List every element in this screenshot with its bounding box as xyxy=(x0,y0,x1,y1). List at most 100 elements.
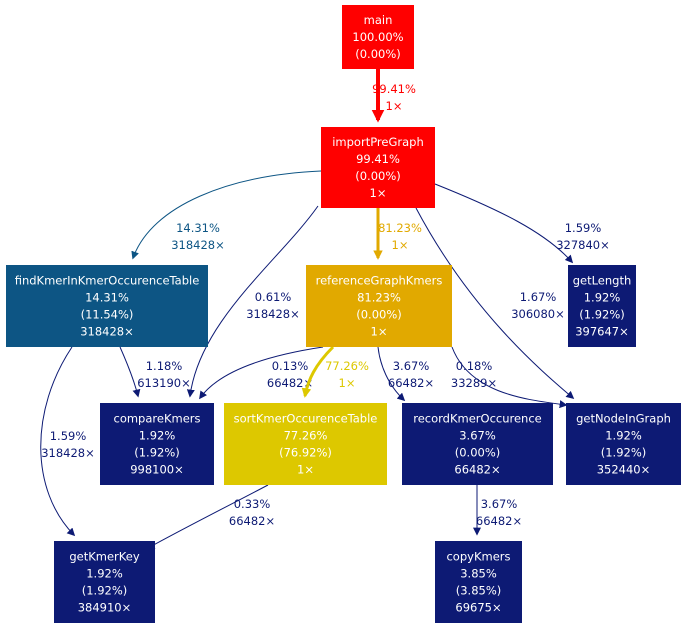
call-count: 318428× xyxy=(80,325,134,339)
edge-calls-label: 66482× xyxy=(476,514,522,528)
total-percent: 77.26% xyxy=(284,429,328,443)
call-count: 1× xyxy=(370,186,387,200)
self-percent: (0.00%) xyxy=(355,47,401,61)
edge-percent-label: 1.59% xyxy=(50,429,87,443)
node-box xyxy=(566,403,681,485)
total-percent: 14.31% xyxy=(85,291,129,305)
total-percent: 1.92% xyxy=(605,429,642,443)
self-percent: (1.92%) xyxy=(601,446,647,460)
node-getKmerKey[interactable]: getKmerKey 1.92% (1.92%) 384910× xyxy=(54,541,155,623)
edge-line xyxy=(40,346,76,537)
function-name: compareKmers xyxy=(114,412,201,426)
edge-line xyxy=(434,183,574,264)
edge-calls-label: 66482× xyxy=(388,376,434,390)
edge-calls-label: 306080× xyxy=(511,307,565,321)
function-name: recordKmerOccurence xyxy=(413,412,542,426)
call-count: 352440× xyxy=(597,463,651,477)
edge-calls-label: 318428× xyxy=(246,307,300,321)
edge-importPreGraph-to-getLength: 1.59% 327840× xyxy=(434,183,610,264)
edge-calls-label: 33289× xyxy=(451,376,497,390)
call-count: 998100× xyxy=(130,463,184,477)
edge-line xyxy=(415,207,575,400)
edge-importPreGraph-to-compareKmers: 0.61% 318428× xyxy=(186,205,319,398)
edge-main-to-importPreGraph: 99.41%1× xyxy=(371,69,416,123)
call-count: 66482× xyxy=(454,463,500,477)
edge-importPreGraph-to-getNodeInGraph: 1.67% 306080× xyxy=(415,207,575,400)
edge-referenceGraphKmers-to-getNodeInGraph: 0.18% 33289× xyxy=(451,346,568,409)
node-box xyxy=(306,265,452,347)
edge-calls-label: 66482× xyxy=(229,514,275,528)
call-count: 1× xyxy=(297,463,314,477)
edge-calls-label: 318428× xyxy=(41,446,95,460)
self-percent: (1.92%) xyxy=(82,584,128,598)
edge-percent-label: 3.67% xyxy=(393,359,430,373)
edge-percent-label: 0.33% xyxy=(234,497,271,511)
node-recordKmerOccurence[interactable]: recordKmerOccurence 3.67% (0.00%) 66482× xyxy=(402,403,553,485)
edge-percent-label: 0.13% xyxy=(272,359,309,373)
edge-calls-label: 327840× xyxy=(556,238,610,252)
node-box xyxy=(568,265,636,347)
self-percent: (11.54%) xyxy=(81,308,134,322)
edge-referenceGraphKmers-to-compareKmers: 0.13% 66482× xyxy=(199,346,324,400)
call-count: 384910× xyxy=(78,601,132,615)
node-box xyxy=(435,541,522,623)
total-percent: 1.92% xyxy=(86,567,123,581)
node-box xyxy=(342,5,414,69)
total-percent: 3.67% xyxy=(459,429,496,443)
function-name: getLength xyxy=(573,274,632,288)
node-getLength[interactable]: getLength 1.92% (1.92%) 397647× xyxy=(568,265,636,347)
edge-referenceGraphKmers-to-recordKmerOccurence: 3.67% 66482× xyxy=(377,346,434,402)
edge-percent-label: 77.26% xyxy=(325,359,369,373)
edge-line xyxy=(301,345,335,398)
edge-calls-label: 1× xyxy=(386,99,403,113)
function-name: findKmerInKmerOccurenceTable xyxy=(15,274,200,288)
total-percent: 100.00% xyxy=(352,30,403,44)
self-percent: (1.92%) xyxy=(134,446,180,460)
edge-calls-label: 613190× xyxy=(137,376,191,390)
edge-line xyxy=(131,170,322,260)
edges-layer: 99.41%1×14.31%318428×81.23%1×1.59%327840… xyxy=(40,69,610,549)
edge-referenceGraphKmers-to-sortKmerOccurenceTable: 77.26%1× xyxy=(301,345,369,398)
edge-findKmerInKmerOccurenceTable-to-compareKmers: 1.18% 613190× xyxy=(119,346,191,398)
self-percent: (0.00%) xyxy=(355,169,401,183)
edge-calls-label: 66482× xyxy=(267,376,313,390)
edge-percent-label: 0.61% xyxy=(255,290,292,304)
node-box xyxy=(100,403,214,485)
edge-percent-label: 1.59% xyxy=(565,221,602,235)
edge-percent-label: 0.18% xyxy=(456,359,493,373)
call-count: 397647× xyxy=(575,325,629,339)
nodes-layer: main100.00%(0.00%)importPreGraph99.41%(0… xyxy=(6,5,681,623)
function-name: importPreGraph xyxy=(332,135,424,149)
node-box xyxy=(54,541,155,623)
self-percent: (3.85%) xyxy=(456,584,502,598)
function-name: sortKmerOccurenceTable xyxy=(234,412,378,426)
edge-sortKmerOccurenceTable-to-getKmerKey: 0.33% 66482× xyxy=(146,484,275,549)
edge-importPreGraph-to-findKmerInKmerOccurenceTable: 14.31% 318428× xyxy=(131,170,322,260)
edge-line xyxy=(377,346,406,402)
call-count: 1× xyxy=(371,325,388,339)
node-findKmerInKmerOccurenceTable[interactable]: findKmerInKmerOccurenceTable 14.31% (11.54… xyxy=(6,265,208,347)
edge-line xyxy=(146,484,269,549)
node-box xyxy=(321,127,435,208)
self-percent: (0.00%) xyxy=(356,308,402,322)
edge-percent-label: 1.67% xyxy=(520,290,557,304)
edge-percent-label: 81.23% xyxy=(378,221,422,235)
edge-percent-label: 1.18% xyxy=(146,359,183,373)
function-name: referenceGraphKmers xyxy=(316,274,443,288)
self-percent: (0.00%) xyxy=(455,446,501,460)
edge-percent-label: 14.31% xyxy=(176,221,220,235)
total-percent: 1.92% xyxy=(584,291,621,305)
edge-percent-label: 3.67% xyxy=(481,497,518,511)
total-percent: 99.41% xyxy=(356,152,400,166)
function-name: getKmerKey xyxy=(69,550,139,564)
total-percent: 3.85% xyxy=(460,567,497,581)
self-percent: (1.92%) xyxy=(579,308,625,322)
node-importPreGraph[interactable]: importPreGraph 99.41% (0.00%) 1× xyxy=(321,127,435,208)
edge-calls-label: 318428× xyxy=(171,238,225,252)
